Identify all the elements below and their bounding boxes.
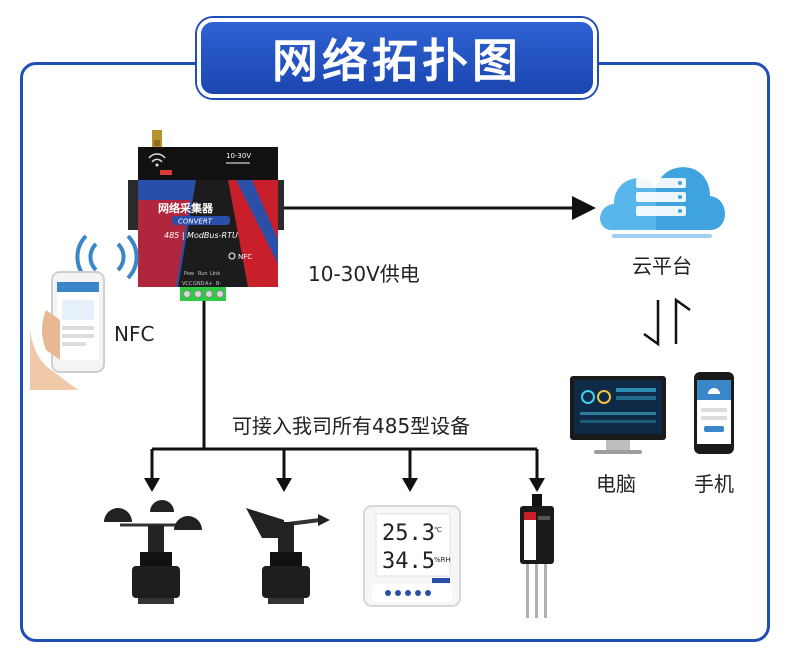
- led-run: Run: [198, 271, 208, 277]
- led-link: Link: [210, 271, 220, 277]
- wind-vane-icon: [246, 508, 330, 604]
- power-label: 10-30V供电: [308, 262, 420, 286]
- nfc-icon: [228, 252, 236, 260]
- anemometer-icon: [104, 500, 202, 604]
- soil-probe-icon: [520, 494, 554, 618]
- cloud-label: 云平台: [632, 254, 692, 278]
- vane-arrow: [276, 478, 292, 492]
- terminal-block: [180, 287, 226, 301]
- th-sensor-device: 25.3 ℃ 34.5 %RH: [363, 505, 461, 607]
- pc-icon: [570, 376, 666, 454]
- temperature-unit: ℃: [434, 526, 442, 534]
- soil-arrow: [529, 478, 545, 492]
- anemometer-arrow: [144, 478, 160, 492]
- cloud-arrow-head: [572, 196, 596, 220]
- voltage-mark: 10-30V: [226, 152, 251, 160]
- brand-logo-icon: [160, 170, 172, 175]
- th-arrow: [402, 478, 418, 492]
- phone-label: 手机: [694, 472, 734, 496]
- pin-gnd: GND: [193, 281, 205, 287]
- bus-label: 可接入我司所有485型设备: [232, 414, 471, 438]
- gateway-protocol: 485 | ModBus-RTU: [164, 231, 238, 240]
- nfc-signal-icon: [88, 242, 98, 272]
- pc-label: 电脑: [596, 472, 636, 496]
- connections: [144, 196, 691, 492]
- nfc-badge: NFC: [238, 253, 252, 261]
- down-arrow-icon: [643, 300, 660, 347]
- led-pow: Pow: [184, 271, 194, 277]
- pin-vcc: VCC: [182, 281, 193, 287]
- gateway-name: 网络采集器: [158, 201, 214, 215]
- temperature-value: 25.3: [382, 521, 435, 546]
- hand: [30, 330, 78, 390]
- wifi-icon: [151, 158, 163, 163]
- up-arrow-icon: [674, 297, 691, 344]
- nfc-label: NFC: [114, 322, 155, 346]
- mobile-phone-icon: [694, 372, 734, 454]
- nfc-phone: [30, 234, 139, 390]
- cloud-icon: [600, 167, 725, 238]
- pin-b: B-: [216, 281, 221, 287]
- gateway-badge: CONVERT: [178, 218, 213, 226]
- gateway-device: 10-30V 网络采集器 CONVERT 485 | ModBus-RTU NF…: [128, 130, 284, 301]
- page-title: 网络拓扑图: [197, 18, 597, 98]
- pin-a: A+: [205, 281, 213, 287]
- humidity-value: 34.5: [382, 549, 435, 574]
- humidity-unit: %RH: [434, 556, 451, 564]
